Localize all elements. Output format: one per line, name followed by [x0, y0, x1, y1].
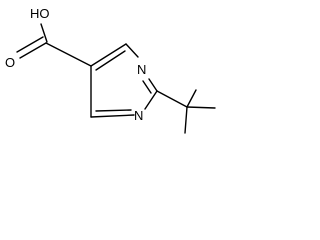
ring-nitrogen-top-label: N [137, 62, 146, 77]
bond-c2-n1 [144, 90, 158, 110]
bond-tbu-methyl-top [186, 89, 197, 108]
carbonyl-oxygen-label: O [5, 55, 15, 70]
bond-c4-n3 [125, 43, 139, 58]
bond-tbu-methyl-right [186, 106, 216, 109]
molecule-structure: HO O N N [5, 6, 216, 134]
bond-tbu-methyl-bottom [184, 106, 188, 134]
bonds [16, 23, 216, 134]
bond-c-o-double-b [16, 36, 44, 53]
bond-n3-c2-a [148, 78, 158, 92]
ring-nitrogen-bottom-label: N [134, 108, 143, 123]
bond-c2-quaternary [156, 90, 188, 108]
bond-n1-c6-inner [95, 109, 132, 112]
bond-c-oh [40, 23, 48, 43]
bond-acid-ring [45, 42, 92, 67]
bond-n3-c2-b [142, 80, 152, 94]
bond-c5-c4-inner [95, 50, 126, 71]
bond-n1-c6 [90, 114, 135, 118]
bond-c-o-double-a [19, 42, 47, 59]
bond-c5-c4 [90, 43, 127, 67]
hydroxyl-label: HO [30, 6, 50, 21]
